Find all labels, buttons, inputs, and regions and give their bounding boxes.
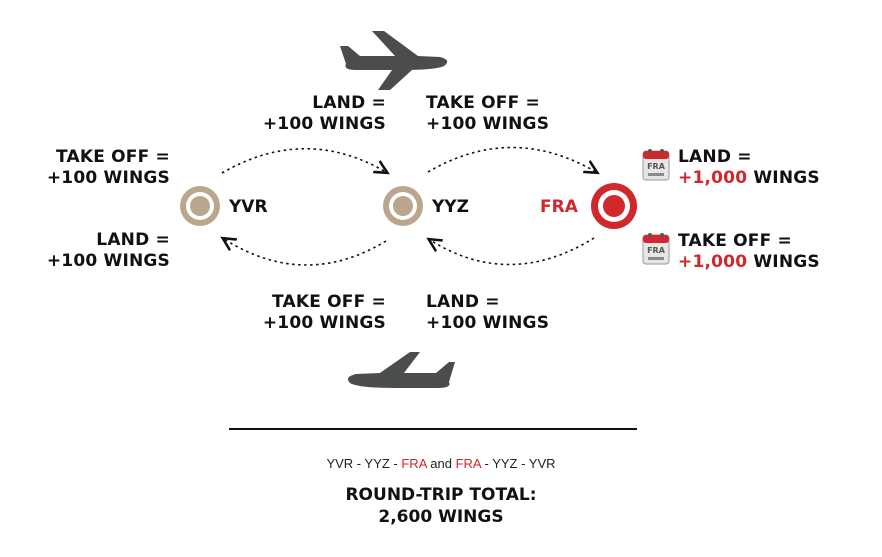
label-yyz-takeoff-outbound: TAKE OFF = +100 WINGS [426,93,549,135]
label-yyz-takeoff-return: TAKE OFF = +100 WINGS [240,292,386,334]
route-text: - YYZ - YVR [480,456,556,471]
plane-return-icon [348,352,455,388]
label-line: TAKE OFF = [426,93,540,113]
wings-amount: +1,000 [678,252,748,272]
calendar-fra-icon: FRA [642,149,670,181]
label-fra-takeoff: TAKE OFF = +1,000 WINGS [678,231,820,273]
total-title: ROUND-TRIP TOTAL: [345,485,537,505]
label-line: LAND = [96,230,170,250]
airport-marker-yyz [383,186,423,226]
label-line: LAND = [426,292,500,312]
airport-code-yyz: YYZ [432,197,469,217]
arc-yvr-yyz [221,147,386,173]
label-line: +100 WINGS [46,251,170,271]
wings-unit: WINGS [753,252,820,272]
arc-fra-yyz [430,237,595,266]
label-line: +100 WINGS [262,313,386,333]
label-yyz-land-outbound: LAND = +100 WINGS [240,93,386,135]
label-yvr-takeoff: TAKE OFF = +100 WINGS [30,147,170,189]
route-arcs [221,146,596,266]
wings-amount: +1,000 [678,168,748,188]
label-line: +100 WINGS [426,114,550,134]
route-and: and [426,456,456,471]
total-value: 2,600 WINGS [378,507,504,527]
label-line: TAKE OFF = [56,147,170,167]
route-text: YVR - YYZ - [326,456,402,471]
airport-marker-fra [591,183,637,229]
route-fra: FRA [401,456,427,471]
airport-code-fra: FRA [540,197,578,217]
label-fra-land: LAND = +1,000 WINGS [678,147,820,189]
airport-marker-yvr [180,186,220,226]
plane-outbound-icon [340,31,448,90]
label-yyz-land-return: LAND = +100 WINGS [426,292,549,334]
label-line: +1,000 WINGS [678,168,820,189]
airport-code-yvr: YVR [229,197,268,217]
calendar-badge-text: FRA [647,246,666,255]
label-line: LAND = [312,93,386,113]
label-yvr-land: LAND = +100 WINGS [30,230,170,272]
label-line: +100 WINGS [262,114,386,134]
label-line: TAKE OFF = [678,231,792,251]
round-trip-total: ROUND-TRIP TOTAL: 2,600 WINGS [0,484,882,528]
wings-unit: WINGS [753,168,820,188]
label-line: +100 WINGS [46,168,170,188]
label-line: LAND = [678,147,752,167]
label-line: +1,000 WINGS [678,252,820,273]
arc-yyz-yvr [224,239,387,266]
label-line: +100 WINGS [426,313,550,333]
route-summary: YVR - YYZ - FRA and FRA - YYZ - YVR [0,456,882,471]
calendar-badge-text: FRA [647,162,666,171]
arc-yyz-fra [427,146,596,173]
calendar-fra-icon: FRA [642,233,670,265]
route-fra: FRA [455,456,481,471]
divider [229,428,637,430]
label-line: TAKE OFF = [272,292,386,312]
